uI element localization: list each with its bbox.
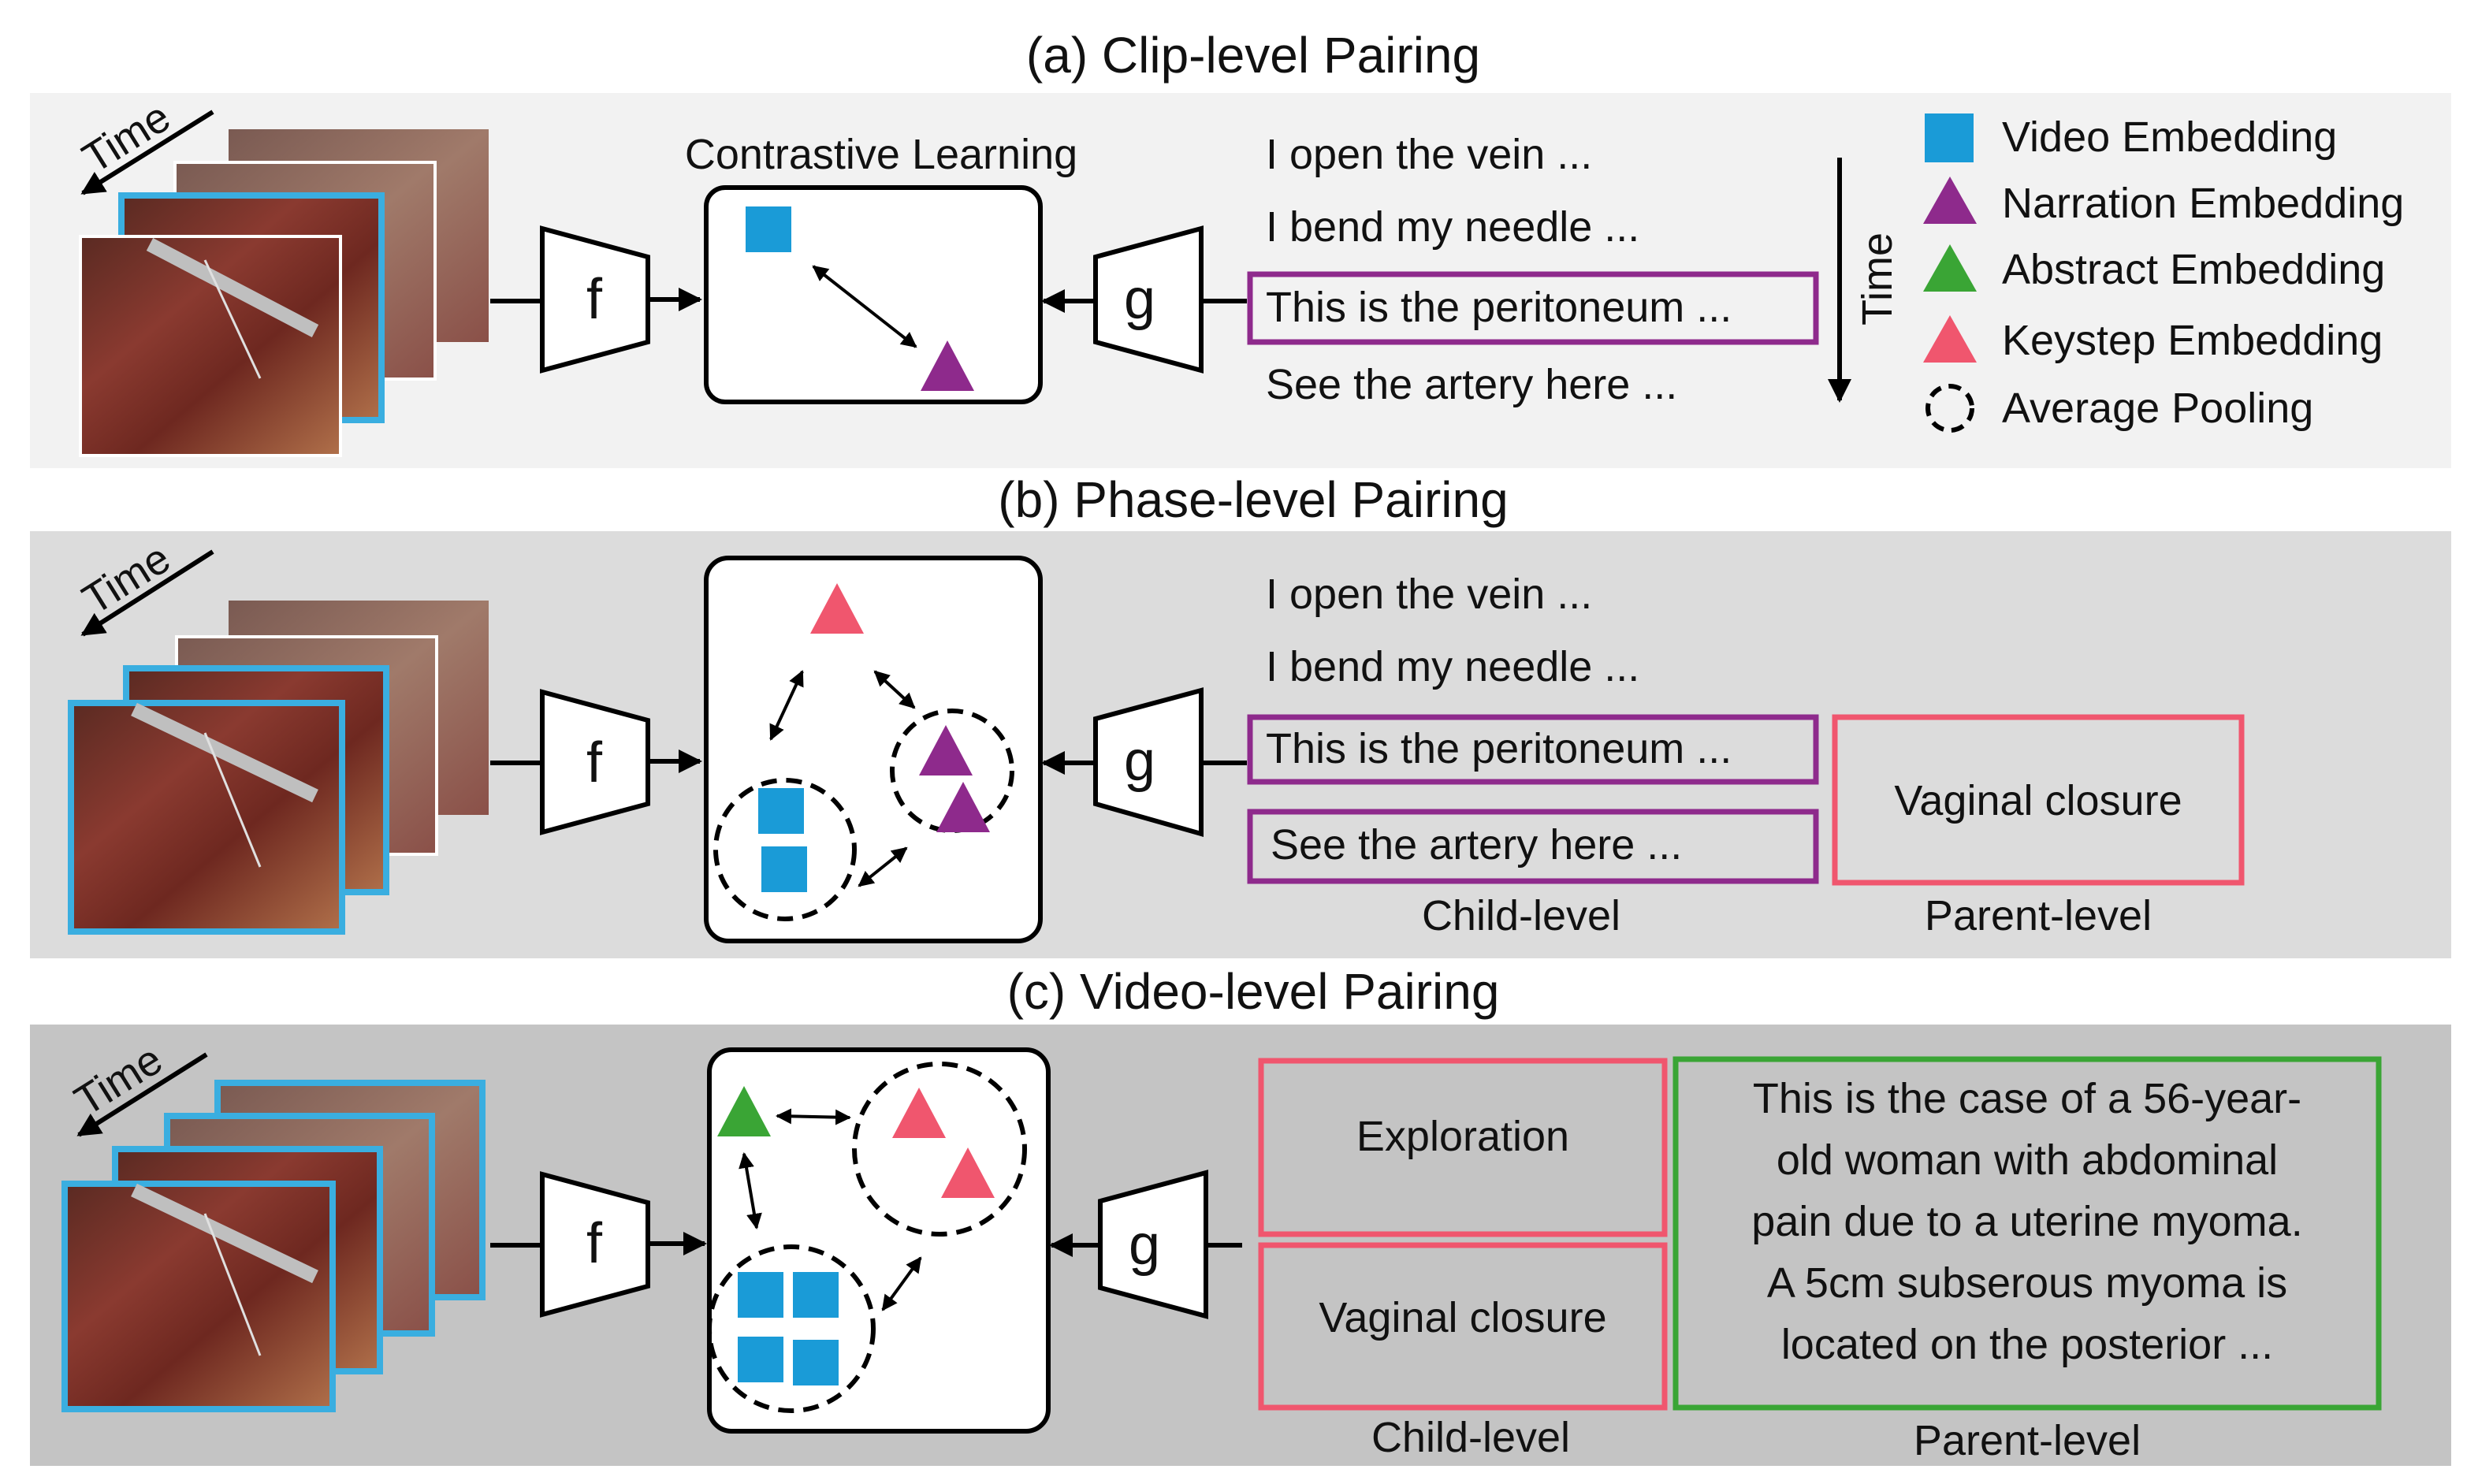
narration-text: I open the vein ...	[1266, 571, 1592, 618]
encoder-f-label-b: f	[586, 731, 603, 794]
video-embedding-c	[738, 1337, 783, 1382]
embedding-space-c	[707, 1047, 1051, 1434]
embedding-space-a	[704, 185, 1043, 404]
abstract-line: A 5cm subserous myoma is	[1767, 1259, 2287, 1307]
legend-keystep-swatch	[1923, 315, 1977, 363]
video-embedding-c	[793, 1272, 839, 1318]
legend-pooling-swatch	[1925, 384, 1974, 433]
narration-embedding-a	[921, 340, 974, 391]
narrations-a: I open the vein ... I bend my needle ...…	[1247, 131, 1819, 408]
video-embedding-c	[793, 1340, 839, 1385]
keystep-embedding-c	[892, 1088, 946, 1138]
legend-abstract-swatch	[1923, 244, 1977, 292]
encoder-f-label-c: f	[586, 1212, 603, 1275]
text-encoder-g-c: g	[1098, 1170, 1208, 1319]
pooling-circle-video-c	[707, 1244, 876, 1413]
video-encoder-f-a: f	[540, 225, 650, 374]
panel-c-title: (c) Video-level Pairing	[1007, 963, 1500, 1020]
keystep-text: Vaginal closure	[1319, 1294, 1606, 1341]
parent-level-label-b: Parent-level	[1925, 892, 2152, 939]
legend-video-swatch	[1925, 113, 1974, 162]
video-encoder-f-c: f	[540, 1171, 650, 1318]
legend-label: Narration Embedding	[2002, 180, 2404, 227]
video-embedding-b	[761, 846, 807, 892]
video-embedding-b	[758, 788, 804, 834]
narration-text-highlight: See the artery here ...	[1271, 821, 1682, 868]
encoder-g-label-c: g	[1129, 1214, 1160, 1277]
abstract-line: located on the posterior ...	[1781, 1321, 2273, 1368]
panel-b-title: (b) Phase-level Pairing	[998, 471, 1508, 528]
pooling-circle-video-b	[713, 778, 857, 921]
child-keysteps-c: Exploration Vaginal closure Child-level	[1258, 1058, 1668, 1461]
time-axis-label: Time	[1854, 232, 1901, 325]
embedding-space-b	[704, 556, 1043, 943]
pooling-circle-narration-b	[890, 709, 1014, 833]
narration-embedding-b	[936, 782, 990, 832]
abstract-line: This is the case of a 56-year-	[1753, 1075, 2301, 1122]
narrations-b: I open the vein ... I bend my needle ...…	[1247, 571, 1819, 939]
contrastive-learning-label: Contrastive Learning	[685, 131, 1077, 178]
encoder-g-label-b: g	[1124, 730, 1155, 793]
keystep-text: Vaginal closure	[1894, 777, 2182, 824]
narration-text-highlight: This is the peritoneum ...	[1266, 725, 1732, 772]
text-encoder-g-a: g	[1093, 225, 1204, 374]
video-encoder-f-b: f	[540, 689, 650, 835]
narration-text: I open the vein ...	[1266, 131, 1592, 178]
text-encoder-g-b: g	[1093, 687, 1204, 837]
video-embedding-a	[746, 206, 791, 252]
encoder-f-label-a: f	[586, 268, 603, 331]
legend-label: Abstract Embedding	[2002, 246, 2385, 293]
keystep-text: Exploration	[1356, 1113, 1569, 1160]
panel-b: (b) Phase-level Pairing Time f	[30, 471, 2451, 958]
abstract-embedding-c	[717, 1086, 771, 1136]
legend-label: Keystep Embedding	[2002, 317, 2383, 364]
parent-keystep-b: Vaginal closure Parent-level	[1832, 714, 2245, 939]
legend-label: Average Pooling	[2002, 385, 2313, 432]
abstract-line: old woman with abdominal	[1777, 1136, 2278, 1184]
narration-text: I bend my needle ...	[1266, 643, 1639, 690]
panel-a: (a) Clip-level Pairing Time f Contrastiv…	[30, 27, 2451, 468]
panel-c: (c) Video-level Pairing Time f	[30, 963, 2451, 1466]
video-frames-c	[61, 1080, 486, 1412]
panel-a-title: (a) Clip-level Pairing	[1026, 27, 1480, 84]
keystep-embedding-b	[810, 583, 864, 634]
video-frames-a	[79, 129, 489, 457]
pooling-circle-keystep-c	[852, 1062, 1027, 1237]
legend: Video Embedding Narration Embedding Abst…	[1923, 113, 2404, 433]
abstract-line: pain due to a uterine myoma.	[1751, 1198, 2302, 1245]
keystep-embedding-c	[941, 1147, 995, 1198]
legend-label: Video Embedding	[2002, 113, 2337, 161]
narration-text: I bend my needle ...	[1266, 203, 1639, 251]
child-level-label-b: Child-level	[1422, 892, 1620, 939]
child-level-label-c: Child-level	[1371, 1414, 1570, 1461]
video-frames-b	[68, 601, 489, 935]
encoder-g-label-a: g	[1124, 268, 1155, 331]
abstract-c: This is the case of a 56-year- old woman…	[1672, 1056, 2382, 1464]
time-axis-a: Time	[1828, 158, 1901, 403]
narration-text: See the artery here ...	[1266, 361, 1677, 408]
narration-embedding-b	[919, 725, 973, 775]
narration-text-highlight: This is the peritoneum ...	[1266, 284, 1732, 331]
video-embedding-c	[738, 1272, 783, 1318]
parent-level-label-c: Parent-level	[1914, 1417, 2141, 1464]
legend-narration-swatch	[1923, 177, 1977, 224]
